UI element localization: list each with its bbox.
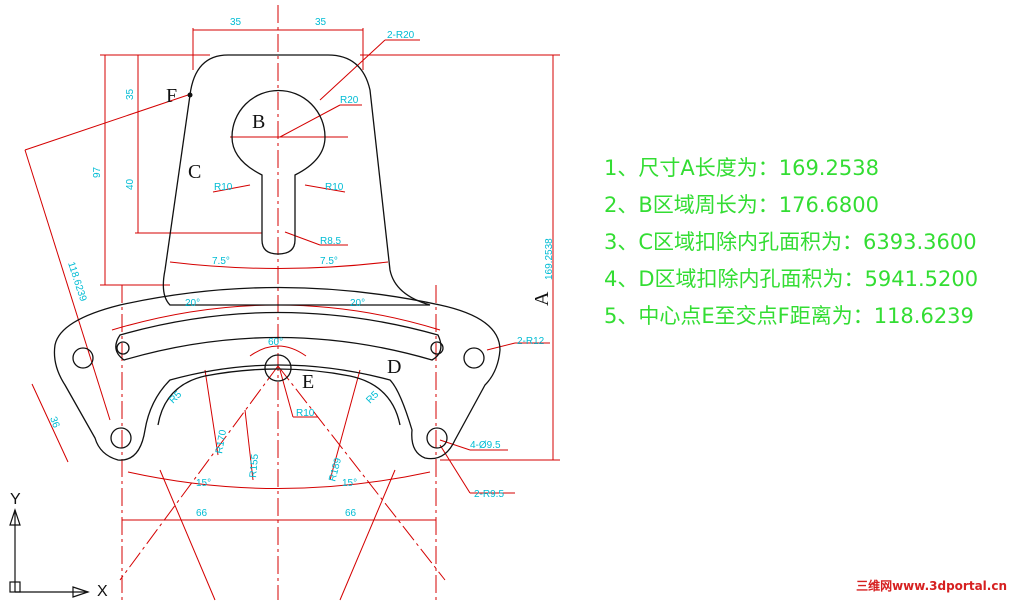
keyhole-slot bbox=[231, 89, 326, 255]
dim-text-angle-60: 60° bbox=[268, 337, 283, 348]
ucs-y-label: Y bbox=[10, 491, 21, 508]
lower-arc-band bbox=[53, 286, 501, 461]
dim-text-arc-15-left: 15° bbox=[196, 478, 211, 489]
centerline-lower-right bbox=[339, 469, 396, 601]
leader-r155 bbox=[244, 409, 254, 481]
dim-text-r10-left: R10 bbox=[214, 182, 233, 193]
result-line-2: 2、B区域周长为：176.6800 bbox=[604, 193, 879, 217]
dim-arc-20 bbox=[111, 304, 441, 331]
hole-right-lower bbox=[426, 427, 448, 449]
dim-text-arc-20-left: 20° bbox=[185, 298, 200, 309]
hole-left-upper bbox=[72, 347, 94, 369]
centerline-left-angled bbox=[119, 365, 279, 581]
centerlines bbox=[119, 5, 446, 601]
dim-text-66-right: 66 bbox=[345, 508, 357, 519]
region-label-c: C bbox=[188, 161, 201, 183]
point-label-f: F bbox=[166, 85, 177, 107]
dimension-texts: 35 35 2-R20 R20 35 40 97 R10 R10 R8.5 7.… bbox=[47, 17, 555, 519]
dim-text-angle-left: 7.5° bbox=[212, 256, 230, 267]
dim-label-a: A bbox=[531, 291, 553, 306]
dim-text-phi9-5: 4-Ø9.5 bbox=[470, 440, 501, 451]
leader-2-r20 bbox=[319, 39, 386, 101]
dim-text-66-left: 66 bbox=[196, 508, 208, 519]
dim-text-r155: R155 bbox=[248, 453, 261, 478]
dim-text-r10-right: R10 bbox=[325, 182, 344, 193]
dim-angle-60 bbox=[249, 345, 307, 357]
inner-window-d bbox=[157, 368, 401, 426]
hole-arc-left bbox=[116, 341, 130, 355]
centerline-lower-left bbox=[159, 469, 216, 601]
result-line-5: 5、中心点E至交点F距离为：118.6239 bbox=[604, 304, 974, 328]
point-f-marker bbox=[187, 92, 193, 98]
leader-r189 bbox=[329, 369, 361, 481]
dim-text-r5-right: R5 bbox=[364, 389, 381, 406]
dim-text-r5-left: R5 bbox=[167, 389, 184, 406]
dim-text-r20: R20 bbox=[340, 95, 359, 106]
dim-text-r170: R170 bbox=[214, 429, 229, 455]
dimension-lines bbox=[24, 28, 560, 521]
dim-text-top-right: 35 bbox=[315, 17, 327, 28]
region-label-b: B bbox=[252, 111, 265, 133]
dim-text-2-r20: 2-R20 bbox=[387, 30, 415, 41]
results-panel: 1、尺寸A长度为：169.2538 2、B区域周长为：176.6800 3、C区… bbox=[604, 150, 978, 335]
region-label-e: E bbox=[302, 371, 314, 393]
dim-text-v40: 40 bbox=[125, 178, 136, 190]
dim-text-v97: 97 bbox=[92, 166, 103, 178]
dim-text-top-left: 35 bbox=[230, 17, 242, 28]
region-labels: B C D E F A bbox=[166, 85, 553, 393]
dim-36-line bbox=[31, 383, 69, 463]
region-label-d: D bbox=[387, 356, 401, 378]
upper-body-outline bbox=[162, 54, 431, 306]
leader-r10-right bbox=[304, 184, 346, 193]
dim-text-2-r12: 2-R12 bbox=[517, 336, 545, 347]
dim-text-r8-5: R8.5 bbox=[320, 236, 342, 247]
leader-r170 bbox=[204, 369, 219, 456]
hole-arc-right bbox=[430, 341, 444, 355]
leader-r20 bbox=[279, 104, 341, 138]
leader-2-r12 bbox=[486, 342, 516, 351]
dim-text-ef: 118.6239 bbox=[65, 261, 88, 304]
leader-r10-center bbox=[279, 369, 294, 418]
dim-ef-ext bbox=[24, 94, 189, 151]
ucs-icon bbox=[9, 508, 90, 598]
leader-phi9-5 bbox=[439, 439, 471, 451]
dim-text-v36: 36 bbox=[47, 415, 61, 430]
leader-r8-5 bbox=[284, 231, 321, 246]
watermark: 三维网www.3dportal.cn bbox=[856, 579, 1007, 593]
hole-left-lower bbox=[110, 427, 132, 449]
dim-angle-7-5 bbox=[169, 261, 389, 269]
hole-center-e bbox=[264, 354, 292, 382]
hole-right-upper bbox=[463, 347, 485, 369]
dim-text-r10-center: R10 bbox=[296, 408, 315, 419]
result-line-1: 1、尺寸A长度为：169.2538 bbox=[604, 156, 879, 180]
dim-text-total-a: 169.2538 bbox=[544, 238, 555, 280]
ucs-x-label: X bbox=[97, 583, 108, 600]
leader-r9-5 bbox=[439, 444, 471, 494]
centerline-right-angled bbox=[277, 365, 446, 581]
dim-text-arc-15-right: 15° bbox=[342, 478, 357, 489]
dim-text-angle-right: 7.5° bbox=[320, 256, 338, 267]
dim-ef-line bbox=[24, 149, 111, 421]
dim-text-r9-5: 2-R9.5 bbox=[474, 489, 504, 500]
part-outline bbox=[53, 54, 501, 461]
result-line-3: 3、C区域扣除内孔面积为：6393.3600 bbox=[604, 230, 977, 254]
leader-r10-left bbox=[212, 184, 251, 193]
dim-arc-15 bbox=[127, 471, 431, 489]
result-line-4: 4、D区域扣除内孔面积为：5941.5200 bbox=[604, 267, 979, 291]
inner-arc-slot bbox=[115, 311, 442, 361]
dim-text-arc-20-right: 20° bbox=[350, 298, 365, 309]
dim-text-v35: 35 bbox=[125, 88, 136, 100]
